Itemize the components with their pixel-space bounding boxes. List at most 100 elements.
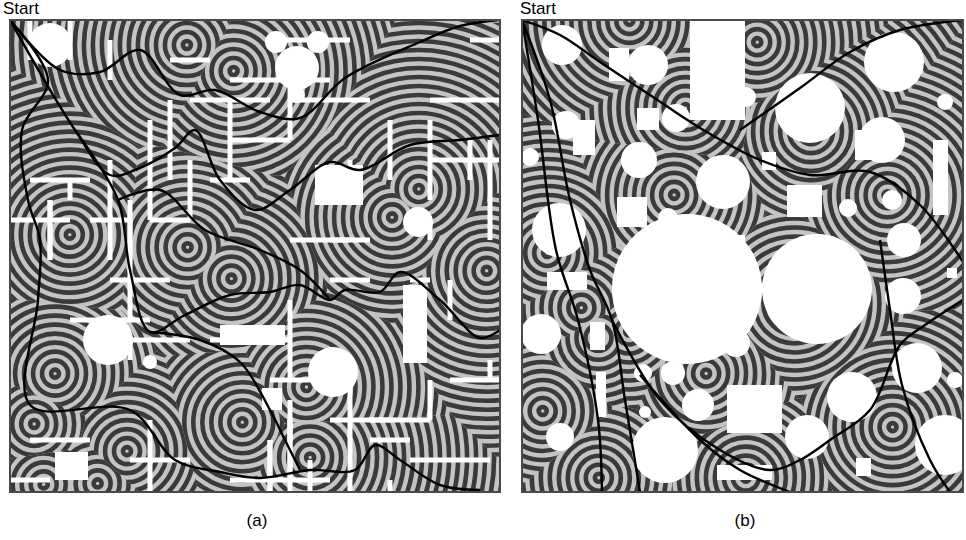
stripe-ring (158, 239, 454, 492)
maze-wall (430, 98, 500, 103)
stripe-ring (10, 393, 65, 455)
stripe-ring (522, 20, 875, 492)
stripe-ring (21, 186, 119, 284)
stripe-ring (702, 370, 710, 378)
stripe-ring (577, 304, 585, 312)
stripe-ring (522, 20, 911, 492)
stripe-ring (522, 20, 963, 492)
stripe-ring (880, 414, 906, 440)
stripe-ring (10, 20, 435, 492)
stripe-ring (208, 33, 500, 401)
stripe-ring (591, 20, 923, 208)
stripe-ring (10, 20, 500, 492)
stripe-ring (522, 20, 963, 468)
maze-wall (188, 160, 193, 220)
stripe-ring (69, 20, 500, 492)
path-route (740, 20, 963, 130)
stripe-ring (522, 20, 963, 492)
stripe-ring (199, 24, 500, 410)
stripe-ring (522, 20, 873, 492)
stripe-ring (10, 20, 500, 391)
obstacle-rect (403, 285, 427, 363)
stripe-ring (522, 20, 963, 492)
swirl-cell (69, 20, 500, 492)
stripe-ring (522, 124, 765, 492)
stripe-ring (522, 73, 963, 492)
stripe-ring (10, 272, 309, 492)
stripe-ring (522, 20, 963, 280)
stripe-ring (121, 301, 363, 492)
stripe-ring (10, 20, 380, 492)
stripe-ring (10, 380, 201, 492)
stripe-ring (10, 22, 500, 492)
stripe-ring (166, 346, 318, 492)
path-route (10, 20, 500, 119)
stripe-ring (10, 20, 500, 372)
stripe-ring (10, 20, 500, 409)
stripe-ring (10, 130, 500, 492)
panel-content (10, 20, 500, 492)
swirl-cell (522, 20, 963, 492)
panel-caption: (a) (247, 512, 268, 531)
stripe-ring (522, 20, 963, 492)
stripe-ring (10, 155, 426, 492)
swirl-cell (10, 20, 500, 492)
stripe-ring (592, 126, 963, 492)
stripe-ring (592, 20, 780, 202)
stripe-ring (10, 20, 500, 492)
stripe-ring (10, 20, 481, 318)
stripe-ring (10, 148, 500, 492)
obstacle-rect (856, 458, 871, 476)
stripe-ring (10, 300, 228, 492)
stripe-ring (316, 86, 500, 292)
stripe-ring (10, 20, 500, 373)
stripe-ring (522, 20, 956, 492)
stripe-ring (19, 20, 500, 492)
stripe-ring (573, 20, 963, 369)
stripe-ring (10, 20, 480, 492)
stripe-ring (522, 20, 926, 492)
stripe-ring (10, 20, 498, 492)
stripe-ring (546, 20, 963, 396)
stripe-ring (10, 227, 354, 492)
stripe-ring (522, 57, 903, 492)
stripe-ring (10, 150, 428, 492)
swirl-cell (522, 20, 963, 439)
stripe-ring (10, 31, 500, 492)
stripe-ring (522, 69, 963, 492)
stripe-ring (86, 20, 382, 219)
path-route (522, 20, 602, 492)
stripe-ring (522, 20, 963, 492)
stripe-ring (598, 330, 894, 492)
stripe-ring (522, 204, 963, 492)
obstacle-rect (730, 235, 745, 253)
stripe-ring (522, 145, 935, 492)
maze-wall (430, 158, 500, 163)
maze-wall (288, 400, 293, 480)
stripe-ring (522, 20, 963, 492)
stripe-ring (91, 20, 500, 492)
obstacle-rect (727, 385, 782, 433)
stripe-ring (586, 465, 612, 491)
maze-wall (170, 58, 210, 63)
obstacle-circle (628, 45, 668, 85)
stripe-ring (601, 135, 963, 492)
stripe-ring (574, 108, 963, 492)
stripe-ring (94, 479, 102, 487)
stripe-ring (522, 141, 963, 492)
stripe-ring (10, 204, 374, 492)
stripe-ring (176, 20, 292, 129)
stripe-ring (244, 20, 500, 364)
stripe-ring (10, 20, 308, 473)
stripe-ring (522, 20, 963, 492)
stripe-ring (522, 20, 963, 492)
stripe-ring (522, 20, 963, 492)
stripe-ring (175, 234, 201, 260)
stripe-ring (522, 114, 963, 492)
stripe-ring (10, 20, 500, 492)
stripe-ring (522, 20, 963, 492)
stripe-ring (10, 67, 500, 492)
stripe-ring (140, 221, 472, 492)
stripe-ring (522, 20, 962, 492)
stripe-ring (522, 20, 963, 486)
